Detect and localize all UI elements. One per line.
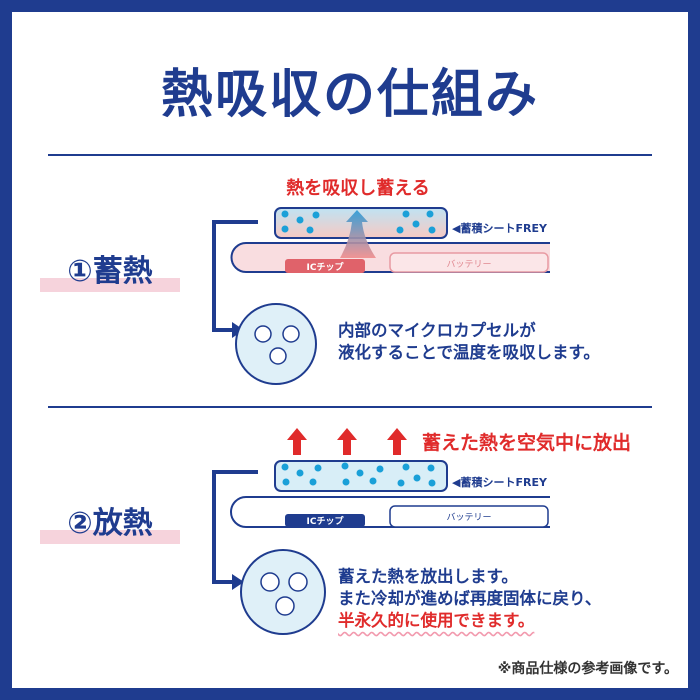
section-label-heat-storage: ①蓄熱: [40, 246, 180, 292]
description-line: また冷却が進めば再度固体に戻り、: [338, 589, 602, 608]
ic-chip-label: ICチップ: [307, 261, 345, 273]
divider: [48, 406, 652, 408]
ic-chip-label: ICチップ: [307, 515, 345, 527]
footnote: ※商品仕様の参考画像です。: [497, 661, 678, 677]
capsule-closeup: [240, 549, 326, 635]
heading: 熱を吸収し蓄える: [286, 177, 429, 199]
liquid-capsules: [254, 325, 300, 365]
ic-chip: [285, 514, 365, 527]
label-text: ②放熱: [67, 506, 153, 541]
arrowhead-icon: [232, 574, 244, 590]
solid-capsules: [260, 572, 308, 616]
sheet-label: ◀蓄積シートFREY: [452, 221, 548, 235]
flow-arrow: [212, 470, 258, 584]
label-text: ①蓄熱: [67, 254, 153, 289]
capsule-dots: [281, 462, 436, 487]
description-line: 蓄えた熱を放出します。: [338, 567, 518, 586]
battery-label: バッテリー: [446, 512, 491, 523]
label-highlight: [40, 278, 180, 292]
description-line: 液化することで温度を吸収します。: [338, 343, 600, 362]
capsule-closeup: [235, 303, 317, 385]
battery: [389, 505, 549, 528]
heading: 蓄えた熱を空気中に放出: [422, 431, 631, 454]
battery: [389, 252, 549, 273]
ic-chip: [285, 259, 365, 273]
capsule-dots: [281, 210, 436, 234]
section-heat-release-diagram: 蓄えた熱を空気中に放出 ICチップ バッテリー ◀蓄積シートFREY: [212, 428, 631, 635]
release-arrows-icon: [287, 428, 407, 455]
label-highlight: [40, 530, 180, 544]
description-heat-release: 蓄えた熱を放出します。 また冷却が進めば再度固体に戻り、 半永久的に使用できます…: [338, 566, 601, 632]
description-line-highlight: 半永久的に使用できます。: [338, 611, 535, 630]
divider: [48, 154, 652, 156]
flow-arrow: [212, 220, 258, 332]
battery-label: バッテリー: [446, 259, 491, 270]
description-line: 内部のマイクロカプセルが: [338, 321, 536, 340]
page-title: 熱吸収の仕組み: [160, 65, 539, 125]
section-label-heat-release: ②放熱: [40, 498, 180, 544]
description-heat-storage: 内部のマイクロカプセルが 液化することで温度を吸収します。: [338, 320, 600, 364]
sheet-label: ◀蓄積シートFREY: [452, 475, 548, 489]
section-heat-storage-diagram: 熱を吸収し蓄える ICチップ バッテリー ◀蓄積シートFREY: [212, 177, 550, 385]
heat-arrow-icon: [340, 210, 376, 258]
